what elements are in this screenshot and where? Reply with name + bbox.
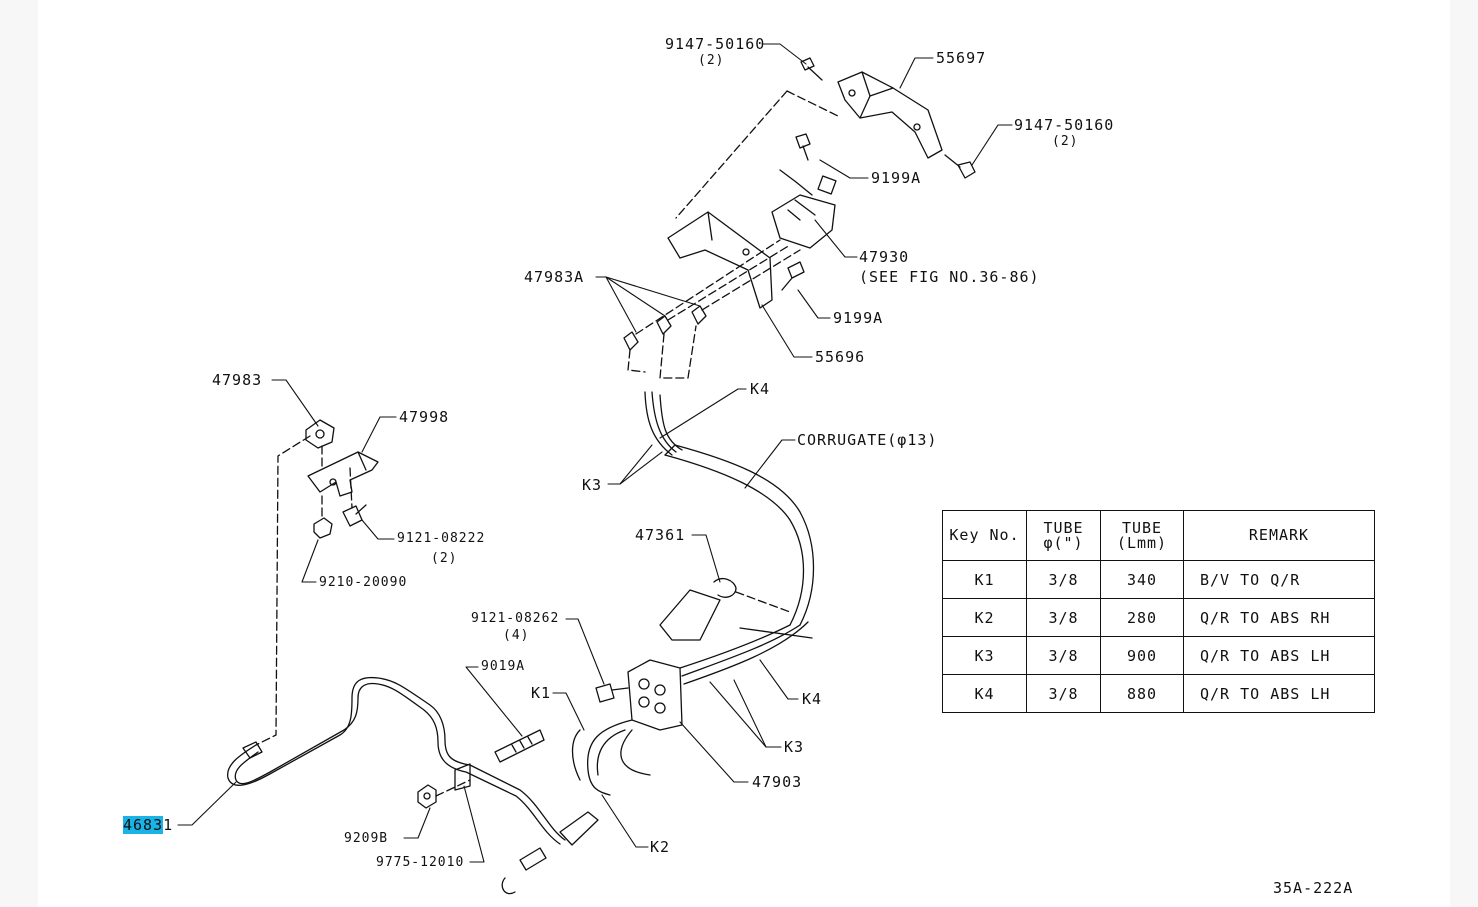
label-46831-highlight: 4683 [123, 816, 164, 834]
bolt-9147-50160-top [800, 57, 823, 81]
label-9210-20090: 9210-20090 [319, 575, 408, 590]
bracket-47998-part [307, 451, 379, 497]
cell-key: K4 [942, 674, 1027, 713]
label-9019a: 9019A [481, 659, 526, 674]
cell-len: 880 [1100, 674, 1184, 713]
label-47998: 47998 [399, 408, 450, 426]
clip-9775-12010 [454, 763, 471, 791]
cell-remark: Q/R TO ABS RH [1183, 598, 1375, 637]
cell-key: K1 [942, 560, 1027, 599]
label-see-fig: (SEE FIG NO.36-86) [859, 268, 1040, 286]
label-9775-12010: 9775-12010 [376, 855, 465, 870]
label-k1: K1 [531, 684, 552, 702]
header-remark: REMARK [1183, 510, 1375, 561]
header-tube-dia-line1: TUBE [1043, 518, 1084, 537]
bolt-9121-08262 [595, 683, 629, 703]
fitting-47983-part [305, 419, 335, 449]
label-k4-bottom: K4 [802, 690, 823, 708]
table-row: K3 3/8 900 Q/R TO ABS LH [942, 636, 1375, 675]
label-qty-top: (2) [698, 53, 725, 68]
cell-len: 340 [1100, 560, 1184, 599]
corrugate-tube [664, 444, 815, 626]
label-9199a-top: 9199A [871, 169, 922, 187]
label-55696: 55696 [815, 348, 866, 366]
tube-spec-table: Key No. TUBE φ(") TUBE (Lmm) REMARK K1 3… [942, 510, 1375, 713]
bolt-9199a-top [795, 133, 811, 161]
cell-dia: 3/8 [1026, 636, 1101, 675]
header-key-no: Key No. [942, 510, 1027, 561]
nut-9210-20090 [313, 517, 333, 539]
label-46831-rest: 1 [163, 816, 174, 834]
label-46831: 46831 [123, 816, 174, 834]
header-tube-len: TUBE (Lmm) [1100, 510, 1184, 561]
table-row: K1 3/8 340 B/V TO Q/R [942, 560, 1375, 599]
diagram-sheet [38, 0, 1450, 907]
cell-key: K2 [942, 598, 1027, 637]
label-47983: 47983 [212, 371, 263, 389]
label-9121-08222: 9121-08222 [397, 531, 486, 546]
bolt-9147-50160-right [944, 154, 976, 179]
brake-line-46831 [227, 676, 566, 845]
label-k3-bottom: K3 [784, 738, 805, 756]
cell-dia: 3/8 [1026, 598, 1101, 637]
label-9199a-bottom: 9199A [833, 309, 884, 327]
label-47983a: 47983A [524, 268, 585, 286]
cell-key: K3 [942, 636, 1027, 675]
bolt-9199a-bottom [781, 261, 805, 291]
label-qty-9121-08262: (4) [503, 628, 530, 643]
cell-remark: Q/R TO ABS LH [1183, 636, 1375, 675]
label-55697: 55697 [936, 49, 987, 67]
union-9019a [494, 729, 545, 763]
bracket-55697-part [837, 71, 943, 159]
header-tube-dia-line2: φ(") [1043, 533, 1084, 552]
cell-len: 280 [1100, 598, 1184, 637]
label-47361: 47361 [635, 526, 686, 544]
cell-len: 900 [1100, 636, 1184, 675]
fittings-47983a [623, 305, 707, 351]
fitting-end-lower [501, 811, 599, 895]
label-9147-50160-right: 9147-50160 [1014, 116, 1115, 134]
label-47903: 47903 [752, 773, 803, 791]
table-row: K2 3/8 280 Q/R TO ABS RH [942, 598, 1375, 637]
tube-k1-k2 [571, 719, 651, 796]
header-tube-len-line1: TUBE [1121, 518, 1163, 537]
nut-9209b [417, 784, 437, 809]
valve-47930-part [771, 169, 837, 249]
label-47930: 47930 [859, 248, 910, 266]
cell-dia: 3/8 [1026, 560, 1101, 599]
label-k3-left: K3 [582, 476, 603, 494]
bracket-55696-part [667, 211, 773, 309]
cell-dia: 3/8 [1026, 674, 1101, 713]
figure-code: 35A-222A [1273, 879, 1354, 897]
cell-remark: B/V TO Q/R [1183, 560, 1375, 599]
label-9147-50160-top: 9147-50160 [665, 35, 766, 53]
label-qty-9121-08222: (2) [431, 551, 458, 566]
label-qty-right: (2) [1052, 134, 1079, 149]
label-9121-08262: 9121-08262 [471, 611, 560, 626]
junction-block-47903 [627, 659, 683, 731]
label-corrugate: CORRUGATE(φ13) [797, 431, 938, 449]
bolt-9121-08222 [342, 504, 367, 527]
clamp-47361-part [659, 578, 737, 641]
table-row: K4 3/8 880 Q/R TO ABS LH [942, 674, 1375, 713]
header-tube-dia: TUBE φ(") [1026, 510, 1101, 561]
header-tube-len-line2: (Lmm) [1116, 533, 1168, 552]
leader-lines [177, 43, 1013, 863]
table-header-row: Key No. TUBE φ(") TUBE (Lmm) REMARK [942, 510, 1375, 561]
label-k2: K2 [650, 838, 671, 856]
label-9209b: 9209B [344, 831, 389, 846]
cell-remark: Q/R TO ABS LH [1183, 674, 1375, 713]
tube-bundle-lower [679, 621, 813, 685]
label-k4-top: K4 [750, 380, 771, 398]
